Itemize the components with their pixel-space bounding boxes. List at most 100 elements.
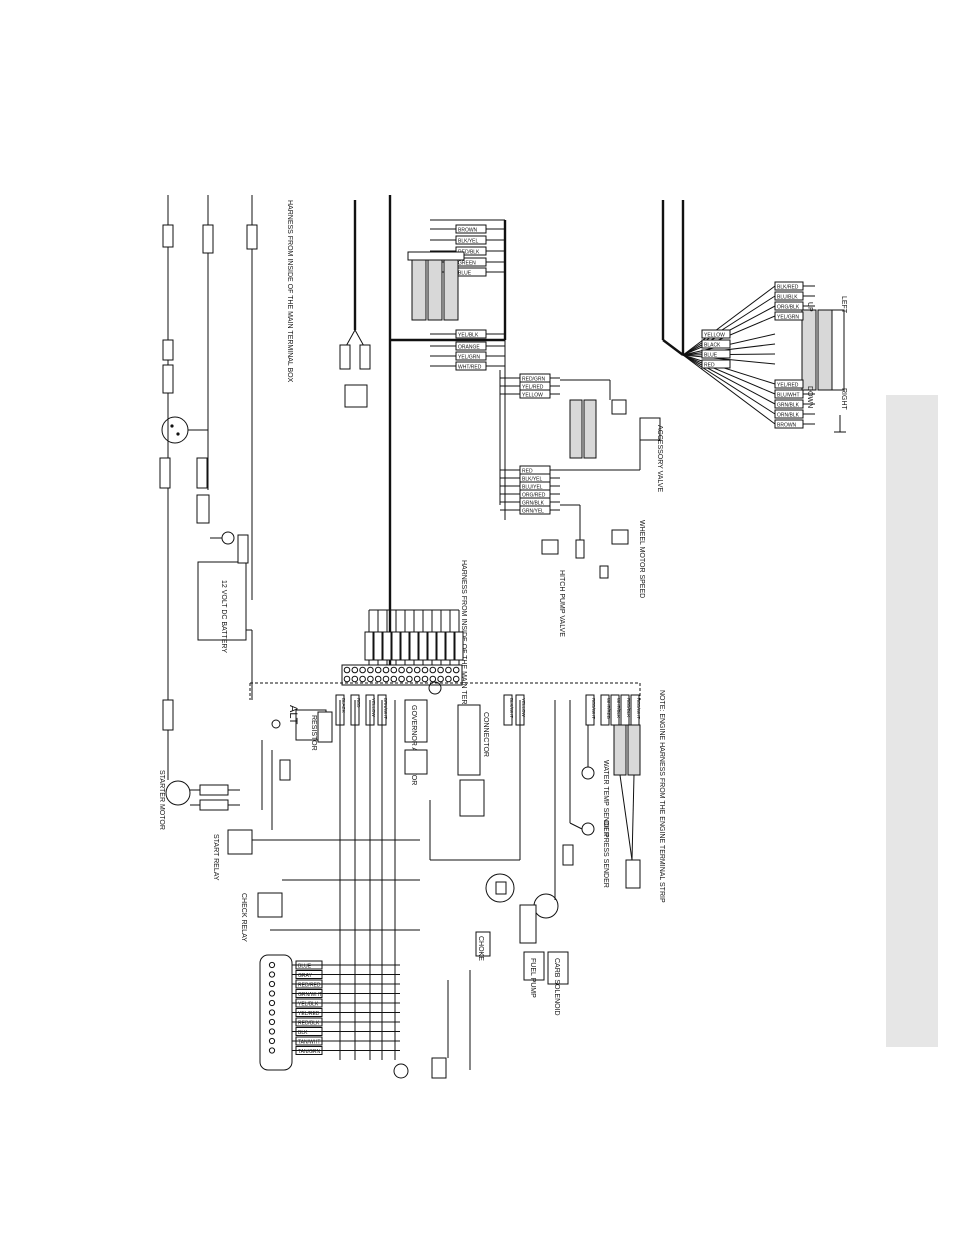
- left-label: LEFT: [840, 296, 847, 314]
- terminal-screw: [390, 666, 398, 674]
- strip-tag: [445, 631, 455, 661]
- right-tag-text: BROWN: [777, 423, 797, 429]
- plug-tag-text: GRN/WHT: [298, 992, 322, 998]
- mid-tag-text: RED/GRN: [522, 377, 545, 383]
- right-tag-text: YEL/RED: [777, 383, 799, 389]
- terminal-screw: [437, 675, 444, 683]
- lower-tag: BLACK: [335, 694, 346, 726]
- strip-tag: [418, 631, 428, 661]
- plug-pin: [268, 1018, 276, 1026]
- terminal-screw: [359, 675, 366, 683]
- lower-tag: RED/BLK: [620, 694, 631, 726]
- lower-tag: RED: [350, 694, 361, 726]
- mid-tag-text: YELLOW: [522, 393, 543, 399]
- mid-tag: YELLOW: [519, 389, 551, 399]
- right-tag: RED: [701, 359, 731, 369]
- check-relay-label: CHECK RELAY: [240, 893, 247, 942]
- choke-label: CHOKE: [477, 936, 484, 961]
- right-tag: YEL/RED: [774, 379, 804, 389]
- mid-tag-text: GRN/YEL: [522, 509, 544, 515]
- terminal-screw: [374, 666, 382, 674]
- top-tag: WHT/RED: [455, 361, 487, 371]
- top-tag: RED/BLK: [455, 246, 487, 256]
- oil-press-sender-label: OIL PRESS SENDER: [602, 820, 609, 888]
- top-tag-text: RED/BLK: [458, 250, 480, 256]
- right-tag-text: BLK/RED: [777, 285, 799, 291]
- mid-tag: RED/GRN: [519, 373, 551, 383]
- top-tag: BLUE: [455, 267, 487, 277]
- lower-tag-text: BRN/WHT: [383, 698, 388, 719]
- strip-tag: [364, 631, 374, 661]
- top-tag: ORANGE: [455, 341, 487, 351]
- right-tag-text: BLACK: [704, 343, 721, 349]
- right-tag: BLU/BLK: [774, 291, 804, 301]
- right-tag: YEL/GRN: [774, 311, 804, 321]
- right-tag: GRN/BLK: [774, 399, 804, 409]
- connector-label: CONNECTOR: [482, 712, 489, 757]
- terminal-screw: [406, 675, 413, 683]
- plug-tag-text: YEL/RED: [298, 1011, 320, 1017]
- mid-tag: GRN/BLK: [519, 497, 551, 507]
- terminal-screw: [351, 675, 359, 683]
- terminal-screw: [390, 675, 398, 683]
- terminal-screw: [351, 666, 359, 674]
- right-tag-text: YEL/GRN: [777, 315, 799, 321]
- up-label: UP: [806, 302, 813, 312]
- right-tag-text: BLU/WHT: [777, 393, 800, 399]
- terminal-screw: [359, 666, 366, 674]
- pump-valve-cluster: HITCH PUMP VALVE WHEEL MOTOR SPEED: [541, 504, 645, 637]
- terminal-screw: [398, 666, 405, 674]
- ignition-switch: [159, 339, 210, 680]
- mid-tag: YEL/RED: [519, 381, 551, 391]
- right-tag: BLU/WHT: [774, 389, 804, 399]
- terminal-screw: [413, 675, 421, 683]
- lower-tag-text: RED: [356, 698, 361, 708]
- terminal-screw: [421, 666, 429, 674]
- terminal-screw: [421, 675, 429, 683]
- mid-tag: GRN/YEL: [519, 505, 551, 515]
- side-tab: [886, 395, 938, 1047]
- right-tag: ORG/BLK: [774, 301, 804, 311]
- plug-tag-text: RED/RED: [298, 983, 321, 989]
- right-tag: BLK/RED: [774, 281, 804, 291]
- right-tag: ORN/BLK: [774, 409, 804, 419]
- mid-tag-text: RED: [522, 469, 533, 475]
- terminal-screw: [437, 666, 444, 674]
- plug-pin: [268, 980, 276, 988]
- plug-pin: [268, 1047, 276, 1054]
- mid-sensor-cluster: ACCESSORY VALVE: [499, 370, 663, 505]
- mid-tag: ORG/RED: [519, 489, 551, 499]
- terminal-strip: [249, 610, 641, 700]
- lower-tag-text: YELLOW: [521, 698, 526, 718]
- mid-tag-text: YEL/RED: [522, 385, 544, 391]
- lower-tag: RED/WHT: [630, 694, 641, 726]
- starter-motor-label: STARTER MOTOR: [158, 770, 165, 830]
- terminal-screw: [367, 666, 374, 674]
- terminal-screw: [367, 675, 374, 683]
- harness-note-top: HARNESS FROM INSIDE OF THE MAIN TERMINAL…: [286, 200, 293, 383]
- top-wire-tags: BROWNBLK/YELRED/BLKGREENBLUEYEL/BLKORANG…: [430, 224, 505, 371]
- terminal-screw: [429, 675, 437, 683]
- strip-tag: [436, 631, 446, 661]
- right-tag: YELLOW: [701, 329, 731, 339]
- strip-tag: [391, 631, 401, 661]
- governor-actuator-label: GOVERNOR ACTUATOR: [410, 705, 417, 785]
- lower-bus: [339, 700, 556, 1060]
- top-tag-text: BLK/YEL: [458, 239, 479, 245]
- right-switch-cluster: LEFT RIGHT UP DOWN: [662, 285, 847, 433]
- lower-tag: BLK/WHT: [503, 694, 514, 726]
- top-feeders: [167, 195, 685, 610]
- lower-tag: WHT/RED: [600, 694, 611, 726]
- engine-harness-note: NOTE: ENGINE HARNESS FROM THE ENGINE TER…: [658, 690, 665, 903]
- accessory-valve-label: ACCESSORY VALVE: [656, 425, 663, 493]
- plug-pin: [268, 990, 276, 997]
- plug-tag-text: YEL/BLK: [298, 1002, 319, 1008]
- carb-solenoid-label: CARB SOLENOID: [553, 958, 560, 1016]
- terminal-screw: [413, 666, 421, 674]
- terminal-screw: [445, 675, 452, 683]
- mid-tag-text: GRN/BLK: [522, 501, 545, 507]
- lower-tag: YELLOW: [515, 694, 526, 726]
- top-tag-text: BLUE: [458, 271, 472, 277]
